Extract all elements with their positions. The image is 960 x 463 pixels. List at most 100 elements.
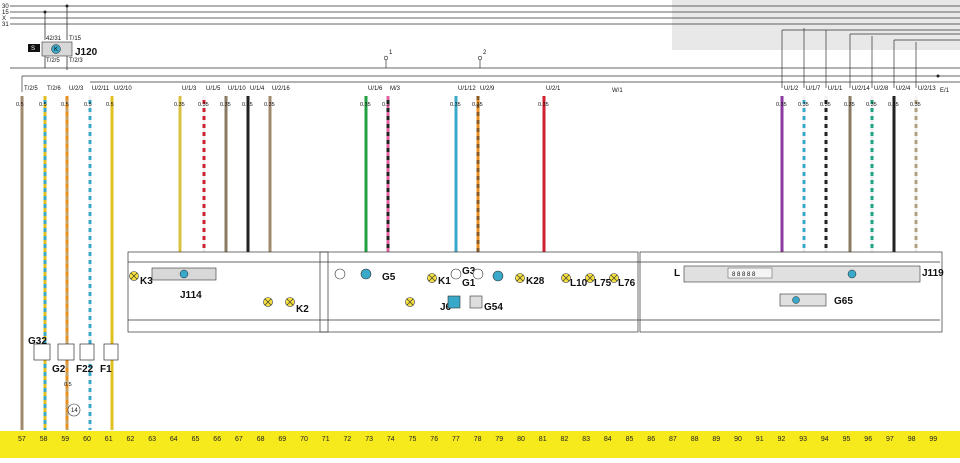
wire-7: U/1/50.35 [198, 86, 221, 252]
wire-12-gauge: 0.5 [382, 102, 390, 108]
wire-14-pin: U/2/9 [480, 86, 495, 92]
wire-20: U/2/80.35 [866, 86, 889, 252]
wire-8-gauge: 0.35 [220, 102, 231, 108]
component-labels: K3 K2 K1 G5 J6 G1 G3 G54 K28 L10 L75 L76… [140, 266, 944, 315]
wire-19: U/2/140.35 [844, 86, 870, 252]
top-refs: 1 2 W/1 E/1 [383, 50, 950, 94]
j6-label: J6 [440, 302, 452, 313]
w1-label: W/1 [612, 88, 623, 94]
grid-num-81: 81 [539, 436, 547, 443]
wire-19-pin: U/2/14 [852, 86, 870, 92]
g54-label: G54 [484, 302, 503, 313]
wire-1: T/2/50.5 [16, 86, 38, 430]
grid-num-95: 95 [843, 436, 851, 443]
grid-num-60: 60 [83, 436, 91, 443]
wire-11-gauge: 0.35 [360, 102, 371, 108]
wire-5-pin: U/2/10 [114, 86, 132, 92]
grid-strip [0, 431, 960, 458]
k3-label: K3 [140, 276, 153, 287]
grid-num-69: 69 [278, 436, 286, 443]
wire-3-gauge: 0.5 [61, 102, 69, 108]
right-label: E/1 [940, 88, 950, 94]
lamp-3 [285, 297, 295, 307]
bus-label-30: 30 [2, 4, 9, 10]
wire-7-pin: U/1/5 [206, 86, 221, 92]
wire-10-gauge: 0.35 [264, 102, 275, 108]
relay-pin-4: T/2/3 [69, 58, 83, 64]
grid-num-93: 93 [799, 436, 807, 443]
wire-8: U/1/100.35 [220, 86, 246, 252]
grid-num-89: 89 [712, 436, 720, 443]
relay-pin-1: 42/31 [46, 36, 62, 42]
grid-num-70: 70 [300, 436, 308, 443]
wire-5: U/2/10 0.5 [106, 86, 132, 430]
wire-9: U/1/40.35 [242, 86, 265, 252]
wire-13: U/1/120.35 [450, 86, 476, 252]
wire-11: U/1/6 0.35 [360, 86, 383, 252]
grid-num-97: 97 [886, 436, 894, 443]
wire-4-gauge: 0.5 [84, 102, 92, 108]
wire-2: T/2/60.5 [39, 86, 61, 430]
lamp-7 [561, 273, 571, 283]
grid-num-66: 66 [213, 436, 221, 443]
wire-22-pin: U/2/13 [918, 86, 936, 92]
grid-num-85: 85 [626, 436, 634, 443]
wire-17-pin: U/1/7 [806, 86, 821, 92]
wire-18: U/1/1 0.35 [820, 86, 843, 252]
grid-num-86: 86 [647, 436, 655, 443]
wire-5-gauge: 0.5 [106, 102, 114, 108]
k28-label: K28 [526, 276, 545, 287]
wire-21-gauge: 0.35 [888, 102, 899, 108]
grid-num-72: 72 [344, 436, 352, 443]
wire-1-pin: T/2/5 [24, 86, 38, 92]
wire-22: U/2/130.35 [910, 86, 936, 252]
f22-label: F22 [76, 364, 94, 375]
wire-3: U/2/30.5 [61, 86, 84, 430]
wire-14-gauge: 0.35 [472, 102, 483, 108]
wire-18-pin: U/1/1 [828, 86, 843, 92]
grid-num-84: 84 [604, 436, 612, 443]
wire-16-gauge: 0.35 [776, 102, 787, 108]
ground-ref: 14 [71, 408, 78, 414]
gauges [334, 268, 504, 309]
module-j114: J114 [151, 267, 217, 301]
wire-18-gauge: 0.35 [820, 102, 831, 108]
wire-15: U/2/10.35 [538, 86, 561, 252]
g2-label: G2 [52, 364, 66, 375]
svg-text:8 8 8 8 8: 8 8 8 8 8 [732, 272, 756, 278]
bus-lines [10, 5, 960, 25]
wire-10: U/2/160.35 [264, 86, 290, 252]
wire-17: U/1/7 0.35 [798, 86, 821, 252]
wire-12-pin: M/3 [390, 86, 401, 92]
grid-num-68: 68 [257, 436, 265, 443]
grid-num-63: 63 [148, 436, 156, 443]
k1-label: K1 [438, 276, 451, 287]
lamp-4 [405, 297, 415, 307]
grid-num-90: 90 [734, 436, 742, 443]
grid-num-73: 73 [365, 436, 373, 443]
wire-13-gauge: 0.35 [450, 102, 461, 108]
grid-num-78: 78 [474, 436, 482, 443]
l75-label: L75 [594, 278, 612, 289]
bus-label-31: 31 [2, 22, 9, 28]
grid-num-61: 61 [105, 436, 113, 443]
relay-name: J120 [75, 47, 98, 58]
module-j119: 8 8 8 8 8 [683, 265, 921, 307]
wire-11-pin: U/1/6 [368, 86, 383, 92]
grid-num-82: 82 [561, 436, 569, 443]
bus-label-15: 15 [2, 10, 9, 16]
fuse-tag [28, 44, 40, 52]
g1-label: G1 [462, 278, 476, 289]
top-ref-1: 1 [389, 50, 393, 56]
wire-17-gauge: 0.35 [798, 102, 809, 108]
wire-12: M/3 0.5 [382, 86, 401, 252]
lamp-2 [263, 297, 273, 307]
grid-num-94: 94 [821, 436, 829, 443]
wire-20-pin: U/2/8 [874, 86, 889, 92]
grid-num-91: 91 [756, 436, 764, 443]
grid-num-88: 88 [691, 436, 699, 443]
grid-num-98: 98 [908, 436, 916, 443]
grid-num-76: 76 [430, 436, 438, 443]
